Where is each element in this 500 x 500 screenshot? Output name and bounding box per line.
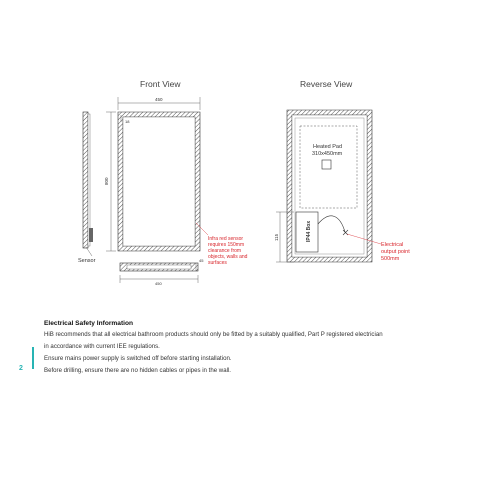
height-dim-label: 800 (104, 177, 109, 185)
ip44-box-label: IP44 Box (306, 221, 312, 242)
front-view-title: Front View (140, 79, 181, 89)
accent-bar (32, 347, 34, 369)
width-dim-label: 450 (155, 97, 163, 102)
sensor-note-line-1: Infra red sensor (208, 236, 243, 242)
reverse-view-title: Reverse View (300, 79, 353, 89)
electrical-safety-panel: Electrical Safety Information HiB recomm… (32, 317, 468, 380)
ip44-box (295, 211, 319, 253)
output-note: Electrical output point 500mm (381, 242, 410, 262)
technical-diagram: Sensor 450 18 800 45 450 Infra red senso… (78, 97, 410, 286)
sensor-note-line-2: requires 150mm (208, 242, 244, 248)
top-profile (119, 262, 199, 283)
safety-line-4: Before drilling, ensure there are no hid… (44, 367, 231, 374)
sensor-note-line-5: surfaces (208, 260, 227, 266)
output-line-1: Electrical (381, 242, 403, 248)
sensor-note-line-3: clearance from (208, 248, 241, 254)
width-dimension (117, 97, 201, 110)
sensor-note: Infra red sensor requires 150mm clearanc… (208, 236, 248, 266)
depth-dim-label: 45 (199, 258, 204, 263)
height-dimension (106, 111, 116, 252)
safety-line-1: HiB recommends that all electrical bathr… (44, 331, 383, 338)
output-line-3: 500mm (381, 256, 400, 262)
safety-line-2: in accordance with current IEE regulatio… (44, 343, 160, 350)
heated-pad (299, 125, 358, 209)
safety-title: Electrical Safety Information (44, 320, 134, 327)
sensor-label: Sensor (78, 258, 96, 264)
safety-line-3: Ensure mains power supply is switched of… (44, 355, 232, 362)
heated-pad-line-1: Heated Pad (313, 144, 342, 150)
bottom-width-label: 450 (155, 281, 162, 286)
heated-pad-line-2: 310x450mm (312, 151, 343, 157)
reverse-mirror-frame (286, 109, 373, 263)
sensor-note-line-4: objects, walls and (208, 254, 248, 260)
frame-dim-label: 18 (125, 119, 130, 124)
dim-115-label: 115 (274, 233, 279, 241)
page-number: 2 (19, 365, 23, 372)
side-profile (82, 111, 93, 257)
front-mirror-frame (117, 111, 201, 252)
output-line-2: output point (381, 249, 410, 255)
cable-path (317, 215, 346, 233)
dim-115 (276, 211, 294, 263)
